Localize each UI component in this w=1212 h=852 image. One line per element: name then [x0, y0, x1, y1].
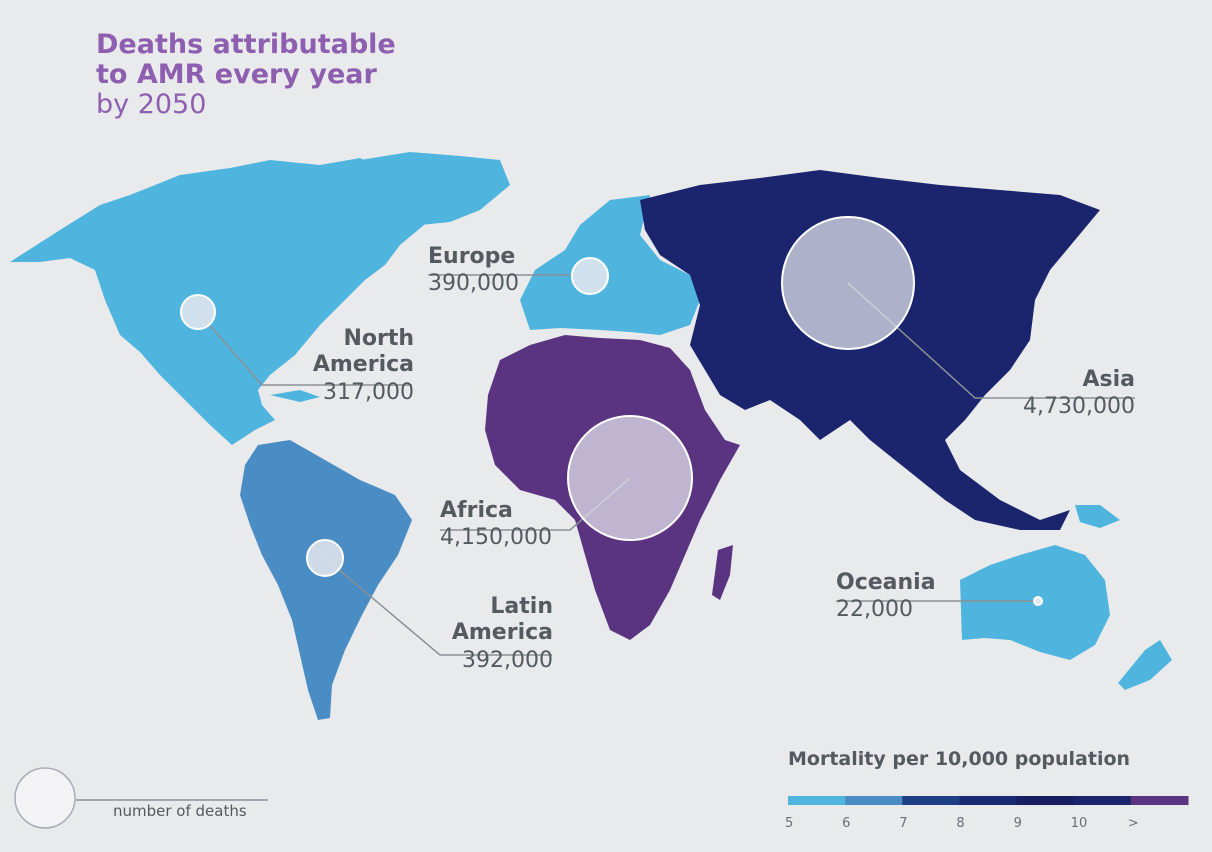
legend-tick-label: 5	[785, 816, 794, 831]
legend-title: Mortality per 10,000 population	[788, 748, 1131, 770]
region-deaths: 4,730,000	[1023, 394, 1135, 420]
map-title: Deaths attributable to AMR every year by…	[96, 29, 396, 121]
legend-tick-label: >	[1127, 816, 1139, 831]
region-papua	[1075, 505, 1120, 528]
legend-segment	[1130, 796, 1189, 805]
legend-segment	[845, 796, 903, 805]
region-name: Latin	[490, 594, 553, 619]
label-oceania: Oceania 22,000	[836, 570, 936, 624]
bubble-europe	[571, 257, 609, 295]
bubble-asia	[781, 216, 915, 350]
bubble-latin-america	[306, 539, 344, 577]
legend-segment	[788, 796, 846, 805]
label-asia: Asia 4,730,000	[1023, 367, 1135, 421]
legend-color-bar	[788, 796, 1189, 805]
bubble-africa	[567, 415, 693, 541]
label-north-america: North America 317,000	[313, 326, 414, 406]
label-africa: Africa 4,150,000	[440, 498, 552, 552]
legend-segment	[1016, 796, 1075, 805]
legend-segment	[1073, 796, 1132, 805]
legend-tick-label: 7	[899, 816, 908, 831]
region-deaths: 22,000	[836, 597, 913, 623]
legend-segment	[902, 796, 960, 805]
title-line-3: by 2050	[96, 89, 207, 121]
label-latin-america: Latin America 392,000	[452, 594, 553, 674]
leader-line-north-america	[197, 311, 412, 386]
region-name: Asia	[1082, 367, 1135, 392]
legend-tick-label: 6	[842, 816, 851, 831]
region-caribbean	[270, 390, 320, 402]
region-deaths: 4,150,000	[440, 525, 552, 551]
region-deaths: 317,000	[323, 379, 414, 405]
label-europe: Europe 390,000	[428, 244, 519, 298]
legend-tick-label: 10	[1070, 816, 1088, 831]
region-name: America	[451, 620, 553, 646]
bubble-oceania	[1033, 596, 1043, 606]
region-north-america	[10, 158, 440, 445]
bubble-north-america	[180, 294, 216, 330]
region-new-zealand	[1118, 640, 1172, 690]
region-asia	[640, 170, 1100, 530]
region-name: Europe	[428, 244, 516, 269]
legend-bubble	[14, 767, 76, 829]
region-deaths: 392,000	[462, 647, 553, 673]
region-europe	[520, 195, 700, 335]
legend-tick-label: 8	[956, 816, 965, 831]
title-line-2: to AMR every year	[96, 59, 377, 91]
region-deaths: 390,000	[428, 271, 519, 297]
title-line-1: Deaths attributable	[96, 29, 396, 60]
region-name: America	[312, 352, 414, 378]
region-madagascar	[712, 545, 733, 600]
region-latin-america	[240, 440, 412, 720]
region-name: North	[343, 326, 414, 351]
region-greenland	[360, 152, 510, 225]
region-name: Oceania	[836, 570, 936, 595]
bubble-legend-caption: number of deaths	[113, 802, 247, 820]
legend-segment	[959, 796, 1018, 805]
legend-tick-label: 9	[1013, 816, 1022, 831]
region-name: Africa	[440, 498, 513, 523]
leader-line-latin-america	[324, 557, 552, 656]
